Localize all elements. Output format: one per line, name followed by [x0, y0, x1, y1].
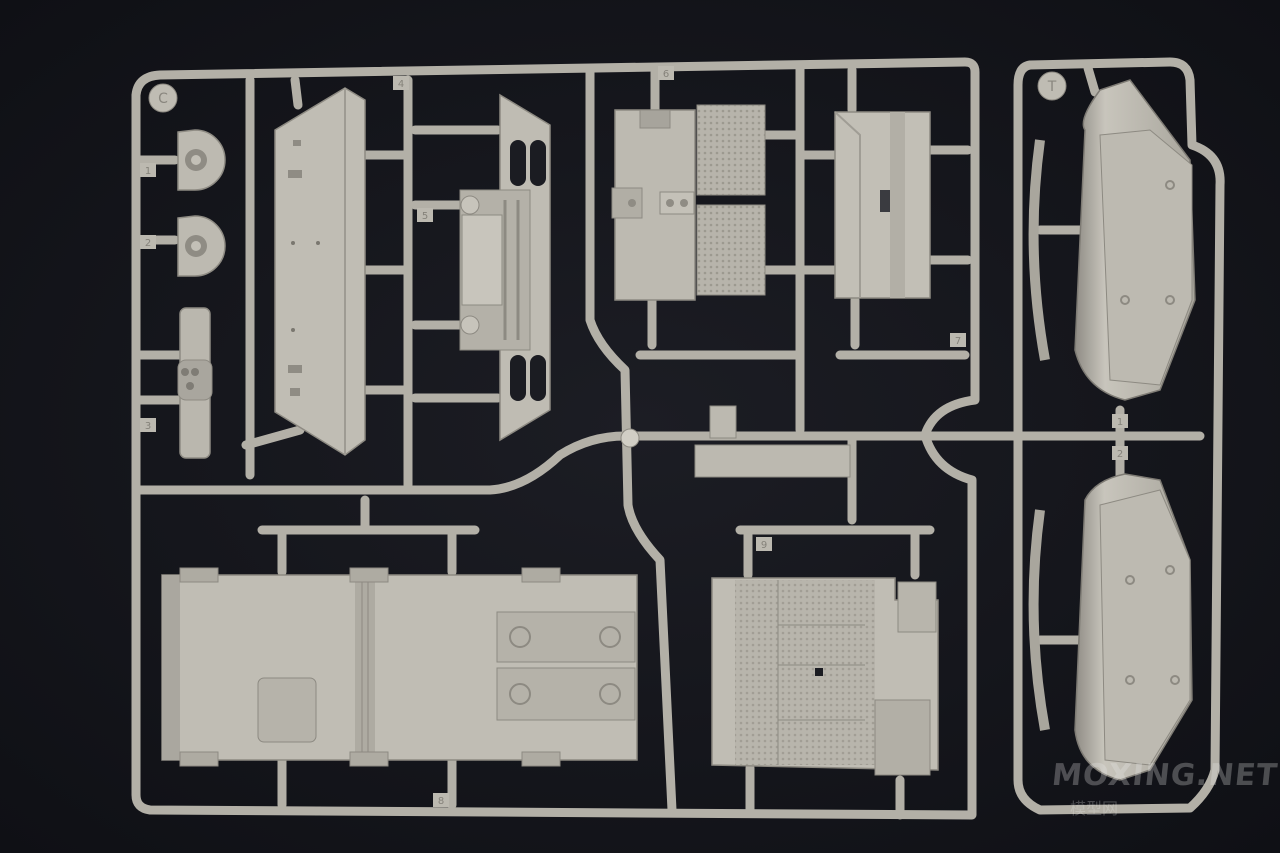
part-number: 4 [398, 79, 404, 90]
part-turret-upper [1074, 79, 1196, 401]
part-small-block [694, 405, 851, 478]
part-number: 1 [1117, 417, 1123, 428]
runner-hub [620, 428, 640, 448]
part-number-tabs: 1 2 3 4 5 6 7 8 9 1 2 [140, 66, 1128, 807]
part-number: 9 [761, 540, 767, 551]
part-hull-plate-8 [161, 567, 638, 767]
part-tube-3 [177, 307, 213, 459]
part-deck-9 [711, 577, 939, 776]
part-disc-1 [177, 129, 226, 191]
part-number: 1 [145, 166, 151, 177]
part-turret-lower [1074, 473, 1193, 781]
watermark: MOXING.NET [1050, 758, 1280, 793]
part-number: 8 [438, 796, 444, 807]
part-box-7 [834, 111, 931, 299]
part-number: 2 [1117, 449, 1123, 460]
part-engine-deck-6 [611, 104, 766, 301]
sprue-arc-rails [1028, 139, 1050, 731]
part-number: 6 [663, 69, 669, 80]
sprue-tab-c: C [148, 83, 178, 113]
part-disc-2 [177, 215, 226, 277]
part-number: 5 [422, 211, 428, 222]
part-number: 7 [955, 336, 961, 347]
sprue-frame-c [131, 57, 1205, 820]
watermark-sub: 模型网 [1070, 799, 1119, 818]
part-number: 3 [145, 421, 151, 432]
part-number: 2 [145, 238, 151, 249]
part-side-plate [274, 87, 366, 456]
sprue-letter-c: C [158, 91, 168, 107]
sprue-letter-t: T [1047, 79, 1057, 95]
part-door-5 [459, 93, 551, 442]
sprue-tab-t: T [1037, 71, 1067, 101]
